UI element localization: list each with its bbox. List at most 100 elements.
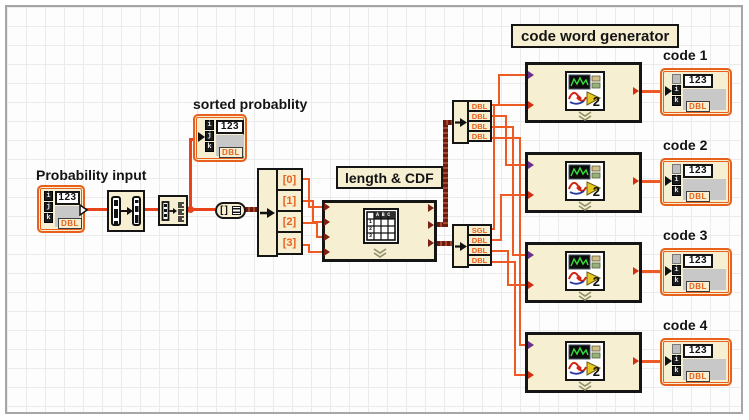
wire[interactable] <box>312 200 314 223</box>
wire[interactable] <box>642 360 660 363</box>
wire[interactable] <box>316 236 323 238</box>
index-box: k <box>44 213 53 223</box>
wire[interactable] <box>490 239 502 241</box>
table-row-label: 2 <box>369 226 373 232</box>
chevron-down-icon[interactable] <box>373 248 387 258</box>
wire[interactable] <box>308 206 323 208</box>
cluster-wire[interactable] <box>437 241 454 246</box>
sgl-unbundle-node[interactable]: SGL DBL DBL DBL <box>452 224 492 268</box>
wire[interactable] <box>493 104 526 106</box>
wire[interactable] <box>302 200 314 202</box>
wire[interactable] <box>85 208 107 211</box>
index-box: i <box>44 191 53 201</box>
vi-output-terminal <box>633 357 639 365</box>
wire-junction[interactable] <box>187 206 194 213</box>
wire[interactable] <box>189 138 196 141</box>
unbundle-cell[interactable]: DBL <box>467 130 492 142</box>
wire[interactable] <box>507 250 509 286</box>
wire[interactable] <box>145 208 158 211</box>
wire[interactable] <box>498 74 500 106</box>
wire[interactable] <box>302 178 310 180</box>
wire[interactable] <box>505 115 507 166</box>
index-box <box>672 164 681 174</box>
array-to-cluster-node[interactable]: [] <box>215 202 246 219</box>
probability-input-label: Probability input <box>36 167 147 183</box>
length-cdf-vi[interactable]: ABC 1 2 3 <box>322 200 437 262</box>
vi-input-terminal <box>324 248 330 256</box>
code-generator-vi-2[interactable]: 2 <box>525 152 642 213</box>
index-unbundle-node[interactable]: [0] [1] [2] [3] <box>257 168 303 257</box>
code-generator-vi-1[interactable]: 2 <box>525 62 642 123</box>
icon-number: 2 <box>592 274 600 289</box>
vi-input-terminal <box>528 191 534 199</box>
wire[interactable] <box>490 250 509 252</box>
code-generator-vi-3[interactable]: 2 <box>525 242 642 303</box>
code-indicator-3[interactable]: i k 123 DBL <box>660 248 732 296</box>
wire[interactable] <box>642 270 660 273</box>
chevron-down-icon[interactable] <box>578 291 592 301</box>
wire[interactable] <box>500 194 502 241</box>
wire[interactable] <box>514 261 516 376</box>
cluster-wire[interactable] <box>443 120 454 125</box>
unbundle-cell[interactable]: [2] <box>276 210 303 233</box>
code-indicator-2[interactable]: i k 123 DBL <box>660 158 732 206</box>
sorted-probability-indicator[interactable]: i j k 123 DBL <box>193 114 247 162</box>
wire[interactable] <box>642 90 660 93</box>
vi-input-terminal <box>528 101 534 109</box>
index-box <box>672 74 681 84</box>
numeric-123-icon: 123 <box>55 191 80 205</box>
unbundle-cell[interactable]: [1] <box>276 189 303 212</box>
vi-output-terminal <box>428 204 434 212</box>
wire[interactable] <box>188 208 215 211</box>
wire[interactable] <box>189 139 192 210</box>
chevron-down-icon[interactable] <box>578 381 592 391</box>
sort-array-node[interactable] <box>107 190 145 232</box>
wire[interactable] <box>490 261 516 263</box>
chevron-down-icon[interactable] <box>578 111 592 121</box>
wire[interactable] <box>490 126 514 128</box>
unbundle-cell[interactable]: [3] <box>276 231 303 255</box>
chevron-down-icon[interactable] <box>578 201 592 211</box>
wire[interactable] <box>308 178 310 208</box>
table-row-label: 1 <box>369 219 373 225</box>
unbundle-cell[interactable]: DBL <box>467 254 492 266</box>
cluster-wire[interactable] <box>245 207 258 212</box>
wire[interactable] <box>308 251 323 253</box>
wire[interactable] <box>493 104 495 230</box>
reverse-array-node[interactable] <box>158 195 188 226</box>
dbl-unbundle-node[interactable]: DBL DBL DBL DBL <box>452 100 492 144</box>
wire[interactable] <box>490 115 507 117</box>
index-box: i <box>672 85 681 95</box>
wire[interactable] <box>512 126 514 256</box>
wire[interactable] <box>498 74 526 76</box>
array-element-area: DBL <box>683 359 726 382</box>
cluster-wire[interactable] <box>437 222 445 227</box>
code-2-label: code 2 <box>663 137 708 153</box>
wire[interactable] <box>316 222 318 238</box>
wire[interactable] <box>519 137 521 346</box>
waveform-icon: 2 <box>565 161 605 201</box>
wire[interactable] <box>507 284 526 286</box>
index-box: j <box>205 131 214 141</box>
wire[interactable] <box>500 194 526 196</box>
wire[interactable] <box>302 222 318 224</box>
wire[interactable] <box>519 344 526 346</box>
code-generator-vi-4[interactable]: 2 <box>525 332 642 393</box>
wire[interactable] <box>302 244 310 246</box>
wire[interactable] <box>308 244 310 253</box>
cluster-wire[interactable] <box>443 120 448 227</box>
vi-output-terminal <box>428 221 434 229</box>
code-indicator-4[interactable]: i k 123 DBL <box>660 338 732 386</box>
wire[interactable] <box>642 180 660 183</box>
probability-input-control[interactable]: i j k 123 DBL <box>37 185 88 233</box>
length-cdf-label: length & CDF <box>336 166 443 189</box>
indicator-input-arrow <box>665 356 672 366</box>
wire[interactable] <box>505 164 526 166</box>
wire[interactable] <box>490 137 521 139</box>
wire[interactable] <box>514 374 526 376</box>
unbundle-cell[interactable]: [0] <box>276 168 303 191</box>
code-indicator-1[interactable]: i k 123 DBL <box>660 68 732 116</box>
table-icon: ABC 1 2 3 <box>363 208 399 244</box>
wire[interactable] <box>490 228 495 230</box>
array-index-frames: i k <box>672 164 681 200</box>
